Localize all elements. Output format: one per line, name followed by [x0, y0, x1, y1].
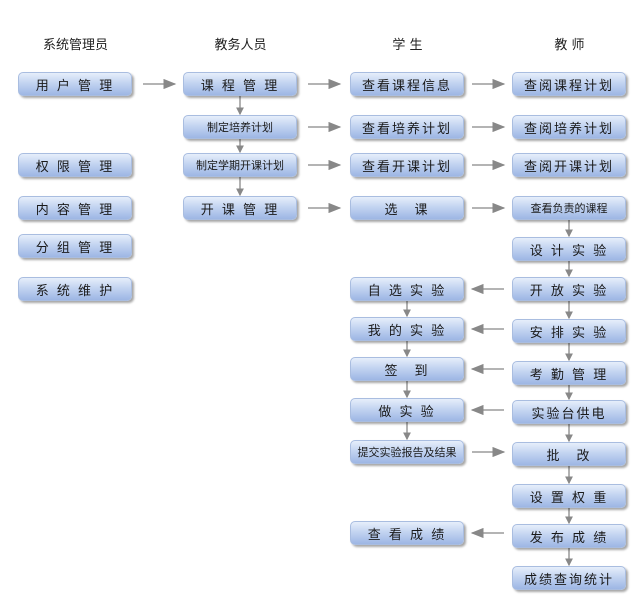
node-permission-management[interactable]: 权 限 管 理: [18, 153, 132, 177]
node-view-training-plan[interactable]: 查看培养计划: [350, 115, 464, 139]
node-view-course-info[interactable]: 查看课程信息: [350, 72, 464, 96]
node-arrange-experiment[interactable]: 安 排 实 验: [512, 319, 626, 343]
header-teacher: 教 师: [554, 38, 585, 53]
node-review-training-plan[interactable]: 查阅培养计划: [512, 115, 626, 139]
node-select-course[interactable]: 选 课: [350, 196, 464, 220]
node-bench-power[interactable]: 实验台供电: [512, 400, 626, 424]
header-office: 教务人员: [214, 38, 267, 53]
node-group-management[interactable]: 分 组 管 理: [18, 234, 132, 258]
node-open-experiment[interactable]: 开 放 实 验: [512, 277, 626, 301]
node-submit-report[interactable]: 提交实验报告及结果: [350, 440, 464, 464]
header-admin: 系统管理员: [42, 38, 108, 53]
node-review-open-plan[interactable]: 查阅开课计划: [512, 153, 626, 177]
node-set-weights[interactable]: 设 置 权 重: [512, 484, 626, 508]
node-grading[interactable]: 批 改: [512, 442, 626, 466]
node-user-management[interactable]: 用 户 管 理: [18, 72, 132, 96]
node-review-course-plan[interactable]: 查阅课程计划: [512, 72, 626, 96]
node-view-course-plan[interactable]: 查看开课计划: [350, 153, 464, 177]
header-student: 学 生: [392, 38, 423, 53]
node-system-maintenance[interactable]: 系 统 维 护: [18, 277, 132, 301]
node-attendance-management[interactable]: 考 勤 管 理: [512, 361, 626, 385]
node-view-own-courses[interactable]: 查看负责的课程: [512, 196, 626, 220]
node-open-course-management[interactable]: 开 课 管 理: [183, 196, 297, 220]
node-my-experiments[interactable]: 我 的 实 验: [350, 317, 464, 341]
node-make-semester-plan[interactable]: 制定学期开课计划: [183, 153, 297, 177]
node-elective-experiment[interactable]: 自 选 实 验: [350, 277, 464, 301]
node-make-training-plan[interactable]: 制定培养计划: [183, 115, 297, 139]
node-design-experiment[interactable]: 设 计 实 验: [512, 237, 626, 261]
node-course-management[interactable]: 课 程 管 理: [183, 72, 297, 96]
node-grade-statistics[interactable]: 成绩查询统计: [512, 566, 626, 590]
node-sign-in[interactable]: 签 到: [350, 357, 464, 381]
node-view-grades[interactable]: 查 看 成 绩: [350, 521, 464, 545]
node-publish-grades[interactable]: 发 布 成 绩: [512, 524, 626, 548]
node-content-management[interactable]: 内 容 管 理: [18, 196, 132, 220]
node-do-experiment[interactable]: 做 实 验: [350, 398, 464, 422]
